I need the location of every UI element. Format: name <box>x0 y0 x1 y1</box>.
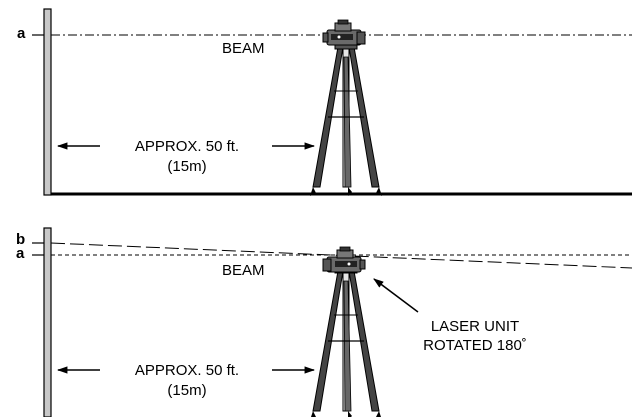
tripod <box>309 266 383 417</box>
marker-a-label: a <box>16 245 25 262</box>
rotation-pointer-arrow <box>373 278 419 313</box>
rotation-label: LASER UNIT <box>430 318 520 335</box>
distance-metric-label: (15m) <box>167 382 207 399</box>
marker-b-label: b <box>16 231 26 248</box>
laser-unit-rotated <box>322 246 366 273</box>
distance-label: APPROX. 50 ft. <box>134 138 240 155</box>
distance-label: APPROX. 50 ft. <box>134 362 240 379</box>
marker-a-label: a <box>17 25 26 42</box>
beam-label: BEAM <box>222 40 265 57</box>
wall <box>43 8 52 196</box>
distance-metric-label: (15m) <box>167 158 207 175</box>
wall <box>43 227 52 417</box>
tripod <box>309 42 383 197</box>
laser-unit <box>322 19 366 46</box>
bottom-panel <box>32 227 632 417</box>
beam-label: BEAM <box>222 262 265 279</box>
top-panel <box>32 8 632 197</box>
rotation-degrees-label: ROTATED 180˚ <box>423 337 527 354</box>
